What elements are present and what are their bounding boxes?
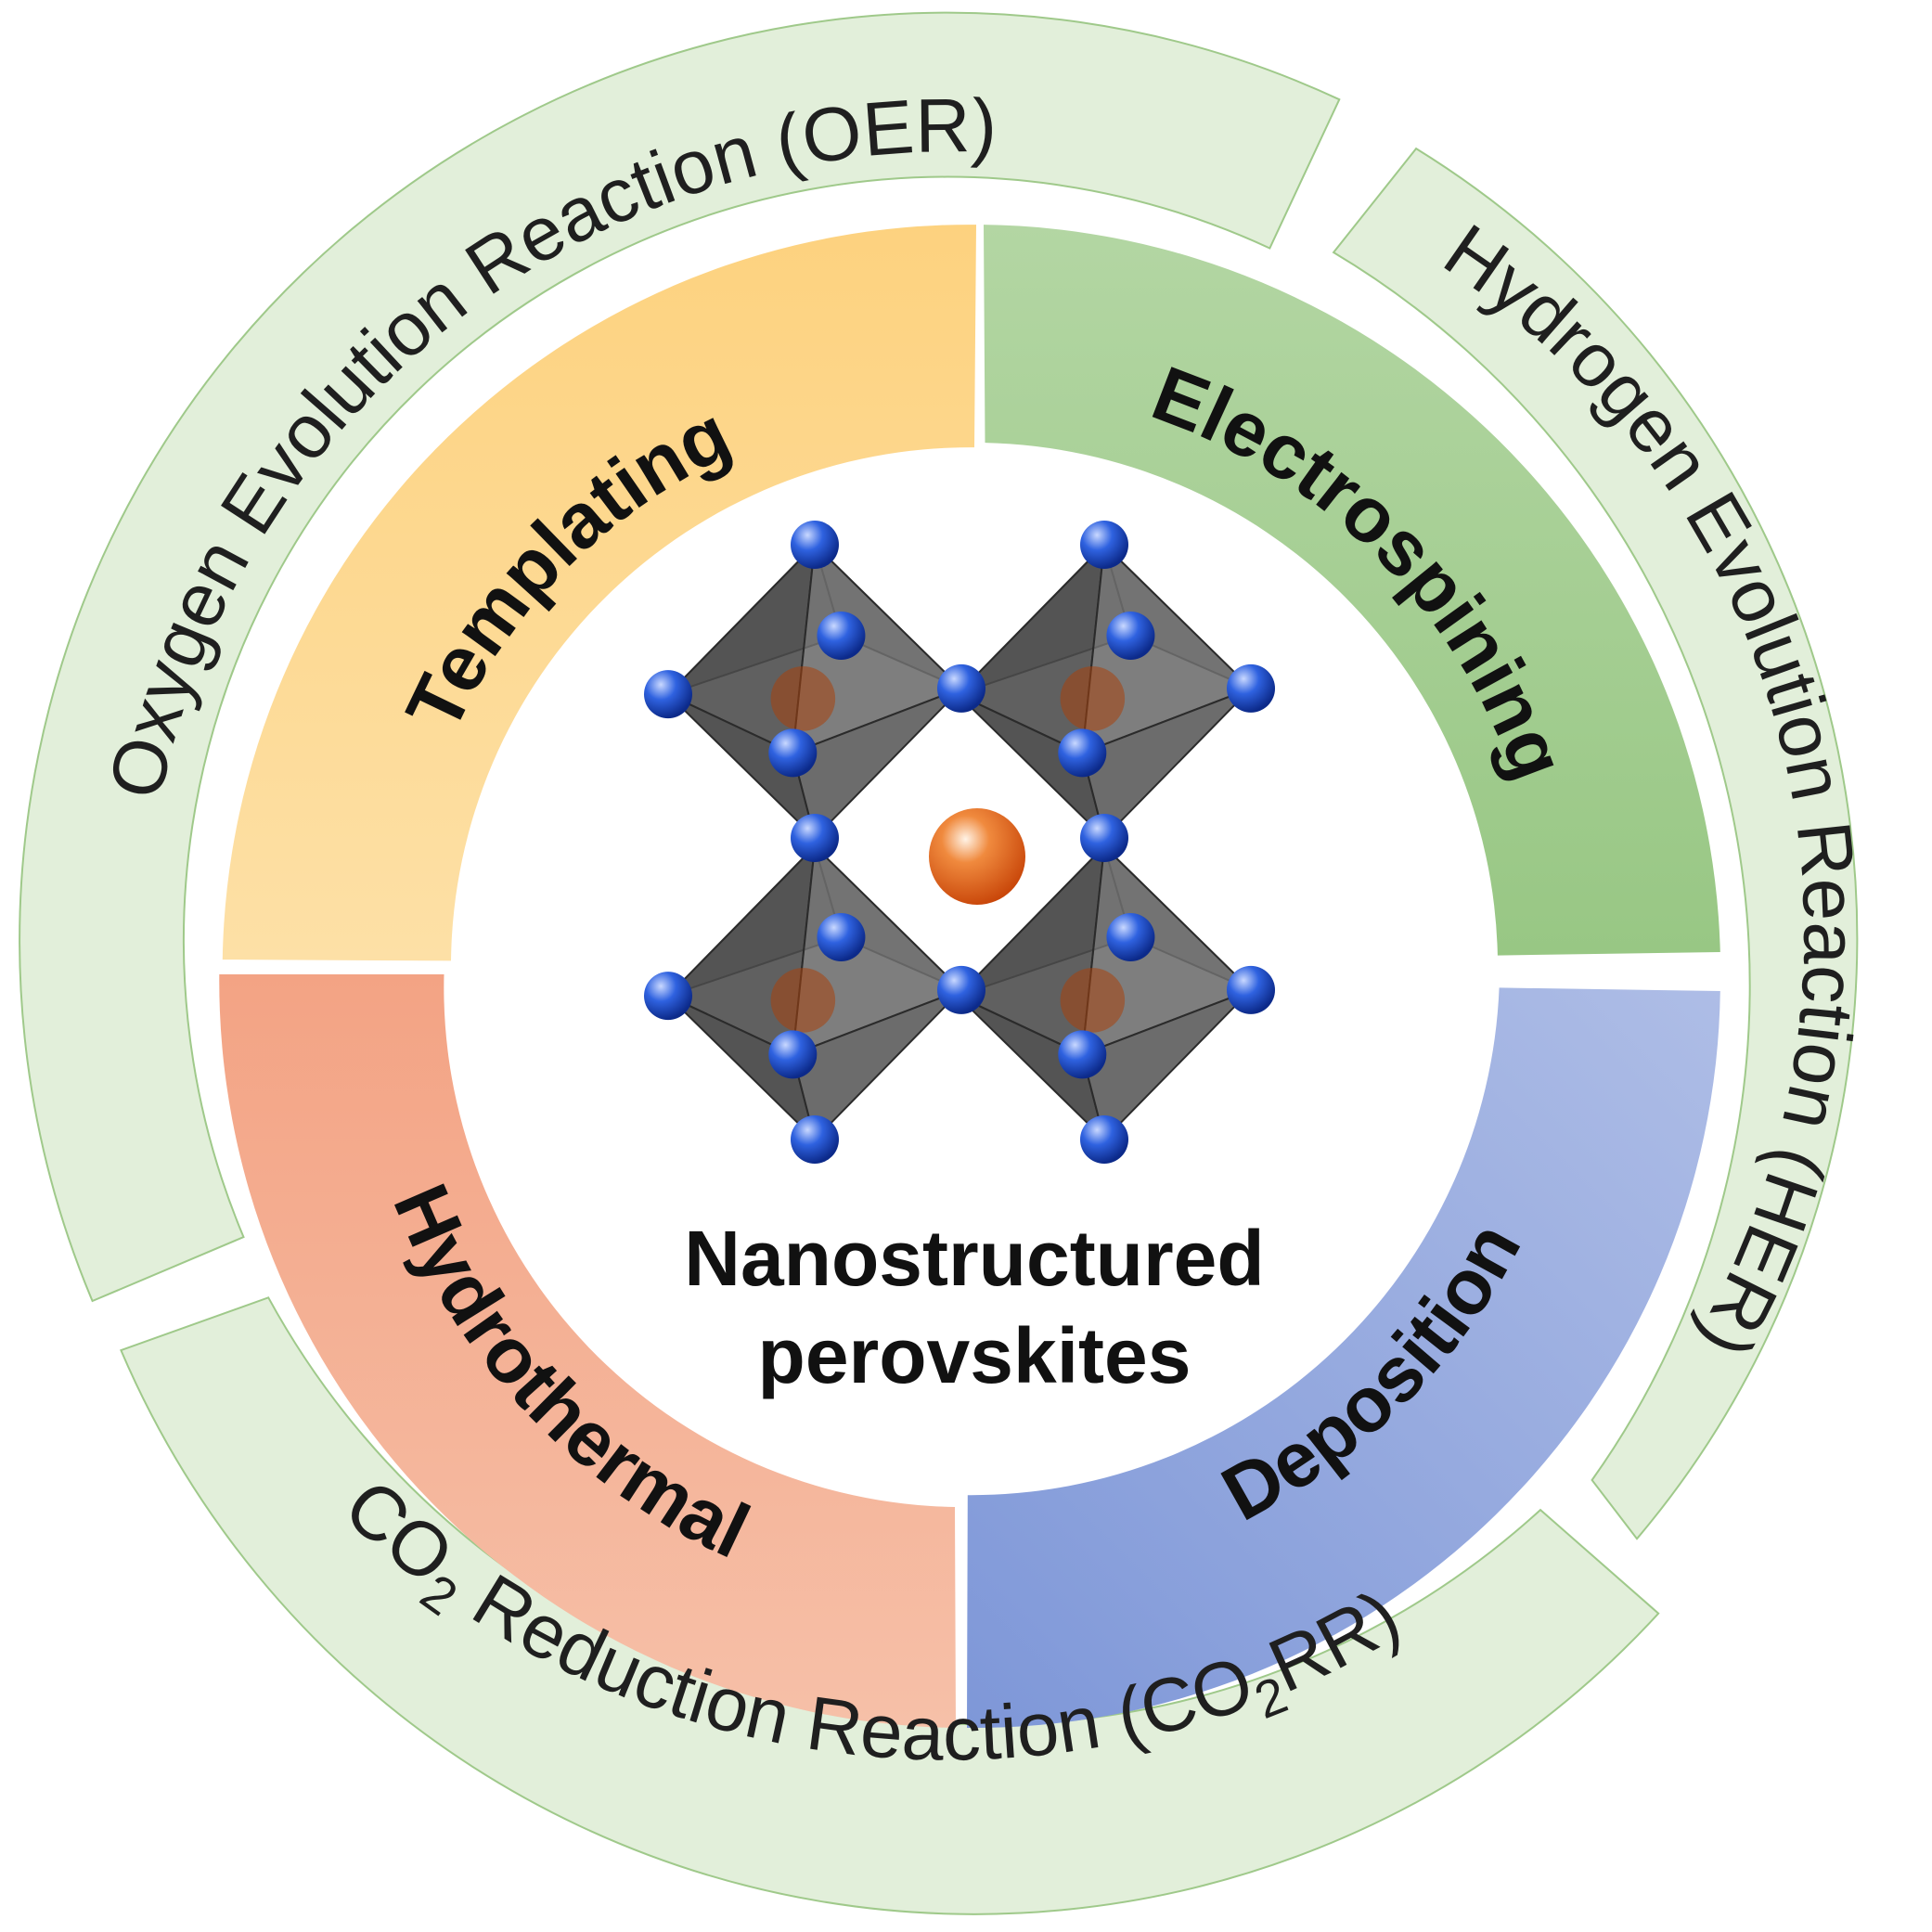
atom [1106, 912, 1155, 961]
atom [644, 972, 692, 1021]
atom [1106, 611, 1155, 660]
atom [1080, 814, 1128, 862]
center-title-line1: Nanostructured [684, 1215, 1264, 1302]
octahedron-face [792, 687, 962, 840]
atom [817, 912, 866, 961]
atom [817, 611, 866, 660]
atom [1058, 1030, 1107, 1079]
octahedron [956, 541, 1253, 842]
atom [1058, 728, 1107, 778]
octahedron [666, 541, 963, 842]
octahedron-face [792, 988, 962, 1141]
b-site-ion [770, 666, 836, 731]
atom [1080, 521, 1128, 569]
octahedron [666, 843, 963, 1143]
her-segment [1332, 147, 1859, 1540]
atom [929, 808, 1025, 905]
atom [937, 965, 985, 1014]
b-site-ion [1060, 968, 1126, 1033]
oer-segment [19, 11, 1341, 1303]
atom [791, 521, 839, 569]
atom [1080, 1115, 1128, 1164]
perovskite-structure-illustration [644, 521, 1275, 1164]
center-title-line2: perovskites [758, 1312, 1191, 1399]
octahedron-face [1081, 988, 1252, 1141]
octahedron-face [1081, 687, 1252, 840]
atom [937, 663, 985, 713]
templating-segment [222, 225, 977, 961]
atom [644, 670, 692, 719]
atom [768, 1030, 818, 1079]
electrospining-segment [984, 225, 1720, 956]
octahedron [956, 843, 1253, 1143]
b-site-ion [1060, 666, 1126, 731]
atom [791, 1115, 839, 1164]
atom [1227, 965, 1275, 1014]
b-site-ion [770, 968, 836, 1033]
hydrothermal-segment [219, 974, 957, 1728]
atom [791, 814, 839, 862]
method-ring [219, 225, 1720, 1729]
atom [768, 728, 818, 778]
deposition-segment [967, 987, 1720, 1729]
atom [1227, 663, 1275, 713]
